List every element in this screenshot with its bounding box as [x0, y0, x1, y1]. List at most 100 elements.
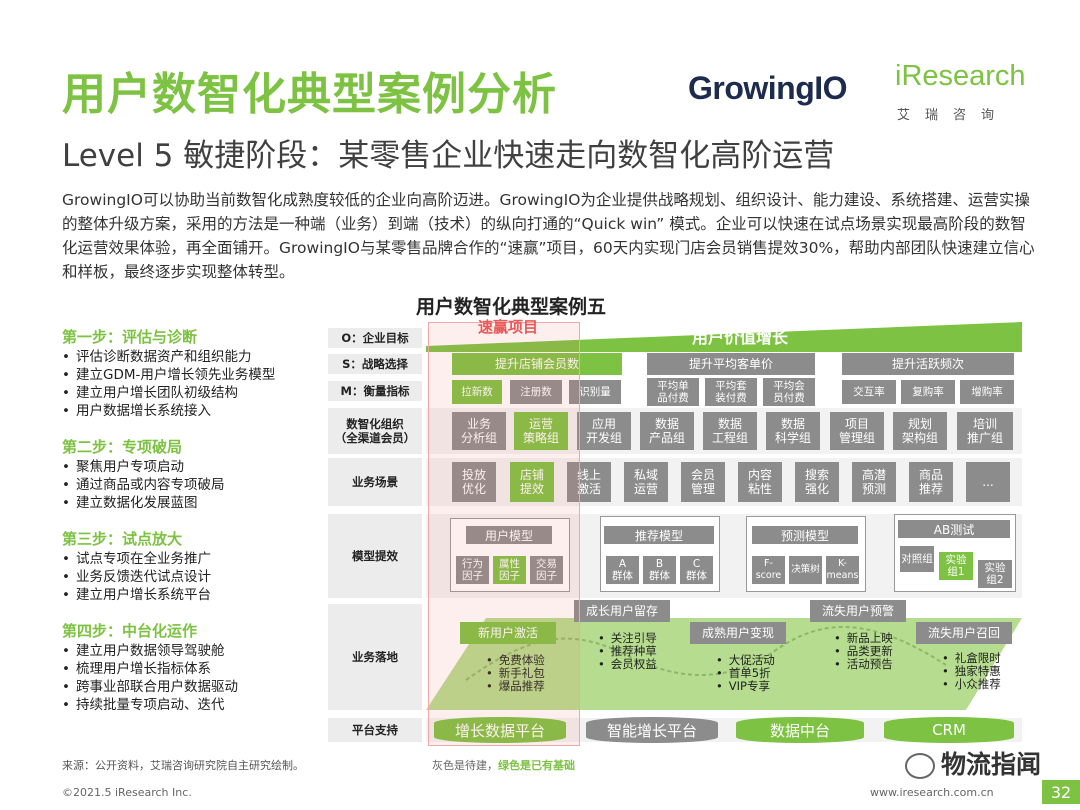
step-item: 梳理用户增长指标体系	[62, 660, 332, 678]
case-title: 用户数智化典型案例五	[416, 296, 607, 318]
org-box: 运营 策略组	[514, 412, 568, 450]
stage-bullet: VIP专享	[716, 680, 775, 693]
legend-note: 灰色是待建，绿色是已有基础	[432, 757, 575, 773]
stage-bullet: 小众推荐	[942, 678, 1001, 691]
scene-box: 高潜 预测	[852, 462, 896, 502]
model-sub-box: K- means	[826, 556, 859, 584]
model-sub-box: B 群体	[643, 556, 676, 584]
step-item: 建立用户增长系统平台	[62, 586, 332, 604]
step-item: 建立用户数据领导驾驶舱	[62, 642, 332, 660]
step-4: 第四步：中台化运作 建立用户数据领导驾驶舱 梳理用户增长指标体系 跨事业部联合用…	[62, 620, 332, 714]
metric-box: 识别量	[569, 380, 621, 404]
stage-bullets-2: 关注引导 推荐种草 会员权益	[598, 632, 657, 671]
stage-bullet: 关注引导	[598, 632, 657, 645]
platform-smart-growth: 智能增长平台	[586, 717, 718, 743]
step-item: 建立GDM-用户增长领先业务模型	[62, 366, 332, 384]
org-box: 规划 架构组	[893, 412, 947, 450]
model-title: 预测模型	[752, 526, 858, 544]
source-note: 来源：公开资料，艾瑞咨询研究院自主研究绘制。	[62, 759, 304, 772]
step-title: 第二步：专项破局	[62, 438, 183, 456]
model-sub-box: A 群体	[606, 556, 639, 584]
stage-bullet: 新品上映	[834, 632, 893, 645]
platform-data-middle: 数据中台	[736, 717, 864, 743]
iresearch-logo: iResearch	[895, 60, 1026, 92]
step-item: 通过商品或内容专项破局	[62, 476, 332, 494]
iresearch-logo-subtitle: 艾瑞咨询	[897, 108, 1010, 123]
metric-box: 注册数	[510, 380, 562, 404]
org-box: 数据 工程组	[703, 412, 757, 450]
legend-green: 绿色是已有基础	[498, 759, 575, 772]
org-box: 培训 推广组	[957, 412, 1013, 450]
metric-box: 交互率	[842, 380, 896, 404]
step-title: 第一步：评估与诊断	[62, 328, 198, 346]
step-item: 持续批量专项启动、迭代	[62, 696, 332, 714]
stage-bullets-5: 礼盒限时 独家特惠 小众推荐	[942, 652, 1001, 691]
model-sub-box: 属性 因子	[493, 556, 526, 584]
quick-win-highlight	[428, 322, 580, 746]
stage-bullet: 首单5折	[716, 667, 775, 680]
wechat-icon	[905, 753, 935, 779]
value-growth-label: 用户价值增长	[691, 328, 788, 347]
strategy-box-2: 提升平均客单价	[647, 353, 815, 375]
model-sub-box: 行为 因子	[456, 556, 489, 584]
step-title: 第四步：中台化运作	[62, 622, 198, 640]
step-item: 试点专项在全业务推广	[62, 550, 332, 568]
step-1: 第一步：评估与诊断 评估诊断数据资产和组织能力 建立GDM-用户增长领先业务模型…	[62, 326, 332, 420]
page-title: 用户数智化典型案例分析	[62, 69, 557, 120]
model-title: 推荐模型	[604, 526, 714, 544]
model-sub-box: 交易 因子	[530, 556, 563, 584]
step-item: 建立用户增长团队初级结构	[62, 384, 332, 402]
stage-bullet: 品类更新	[834, 645, 893, 658]
step-item: 跨事业部联合用户数据驱动	[62, 678, 332, 696]
row-label-strategy: S：战略选择	[328, 354, 422, 374]
org-box: 项目 管理组	[830, 412, 884, 450]
stage-bullet: 活动预告	[834, 658, 893, 671]
legend-gray: 灰色是待建，	[432, 759, 498, 772]
step-item: 业务反馈迭代试点设计	[62, 568, 332, 586]
model-sub-box: 实验 组2	[978, 560, 1012, 588]
metric-box: 增购率	[960, 380, 1014, 404]
step-item: 评估诊断数据资产和组织能力	[62, 348, 332, 366]
stage-bullet: 大促活动	[716, 654, 775, 667]
scene-box: 搜索 强化	[795, 462, 839, 502]
metric-box: 平均单 品付费	[647, 378, 699, 406]
stage-box-churn-warning: 流失用户预警	[810, 600, 906, 622]
scene-box: 店铺 提效	[510, 462, 554, 502]
metric-box: 平均套 装付费	[705, 378, 757, 406]
step-item: 聚焦用户专项启动	[62, 458, 332, 476]
model-sub-box: F- score	[752, 556, 785, 584]
scene-box: 商品 推荐	[909, 462, 953, 502]
metric-box: 复购率	[901, 380, 955, 404]
strategy-box-3: 提升活跃频次	[842, 353, 1014, 375]
row-label-landing: 业务落地	[328, 604, 422, 710]
page-subtitle: Level 5 敏捷阶段：某零售企业快速走向数智化高阶运营	[62, 138, 835, 174]
stage-bullet: 新手礼包	[486, 667, 545, 680]
model-title: 用户模型	[466, 526, 552, 544]
model-sub-box: 决策树	[789, 556, 822, 584]
stage-bullet: 爆品推荐	[486, 680, 545, 693]
intro-paragraph: GrowingIO可以协助当前数智化成熟度较低的企业向高阶迈进。GrowingI…	[62, 191, 1035, 281]
wechat-watermark: 物流指闻	[905, 745, 1041, 781]
platform-crm: CRM	[884, 717, 1014, 743]
row-label-metric: M：衡量指标	[328, 381, 422, 401]
growingio-logo: GrowingIO	[688, 70, 848, 106]
org-box: 应用 开发组	[577, 412, 631, 450]
row-label-model: 模型提效	[328, 514, 422, 598]
scene-box: 内容 粘性	[738, 462, 782, 502]
step-2: 第二步：专项破局 聚焦用户专项启动 通过商品或内容专项破局 建立数据化发展蓝图	[62, 436, 332, 512]
metric-box: 平均会 员付费	[763, 378, 815, 406]
row-label-scene: 业务场景	[328, 458, 422, 506]
step-item: 建立数据化发展蓝图	[62, 494, 332, 512]
stage-box-winback: 流失用户召回	[916, 622, 1012, 644]
model-sub-box: 实验 组1	[939, 552, 973, 580]
stage-bullet: 免费体验	[486, 654, 545, 667]
stage-bullet: 会员权益	[598, 658, 657, 671]
site-url: www.iresearch.com.cn	[870, 786, 994, 799]
stage-bullet: 推荐种草	[598, 645, 657, 658]
stage-bullets-4: 新品上映 品类更新 活动预告	[834, 632, 893, 671]
stage-box-monetize: 成熟用户变现	[690, 622, 786, 644]
row-label-org: 数智化组织 （全渠道会员）	[328, 408, 422, 454]
quick-win-label: 速赢项目	[477, 318, 538, 336]
row-label-objective: O：企业目标	[328, 328, 422, 348]
row-label-platform: 平台支持	[328, 718, 422, 742]
